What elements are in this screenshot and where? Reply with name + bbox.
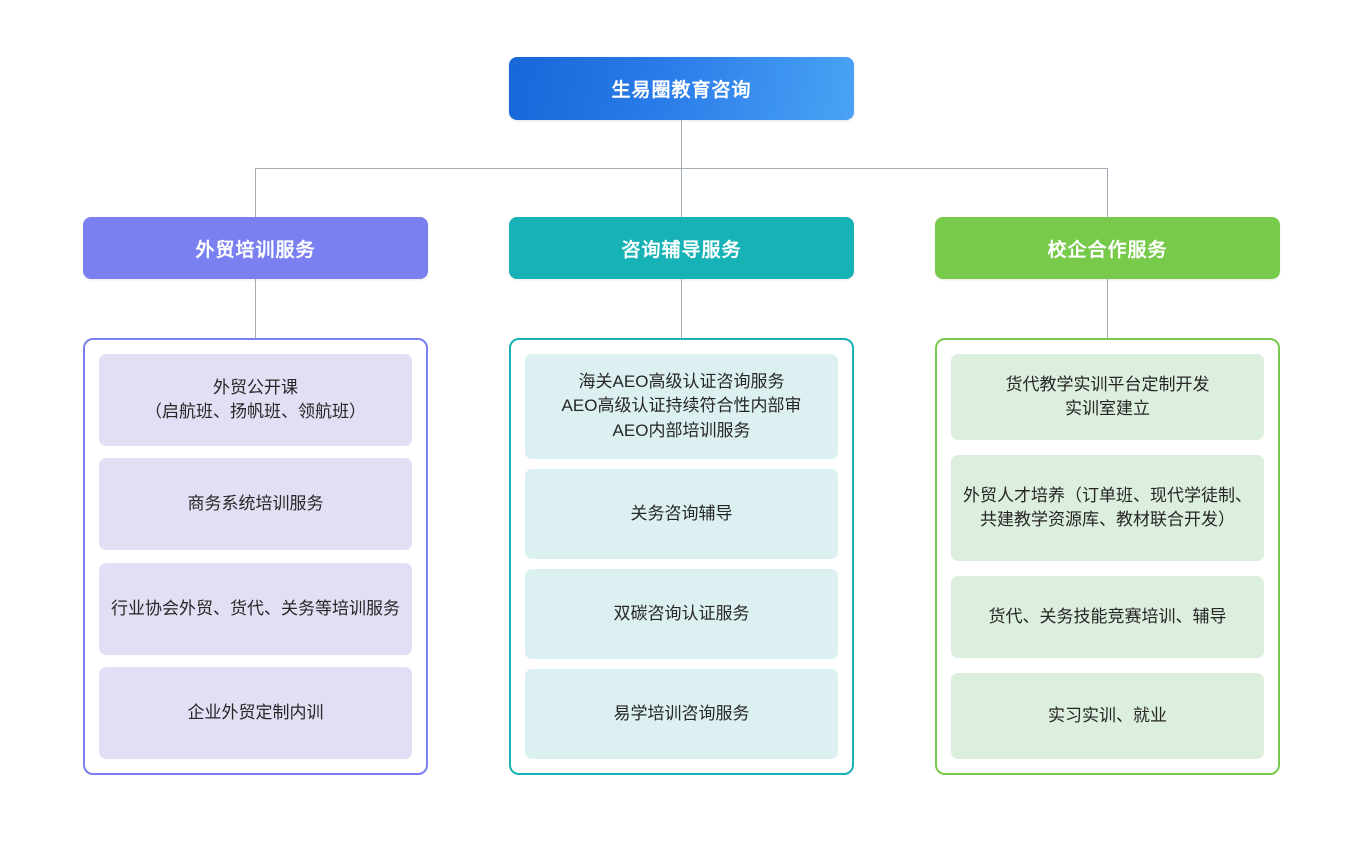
list-item[interactable]: 行业协会外贸、货代、关务等培训服务 [99,562,412,655]
column-header-label: 咨询辅导服务 [621,239,742,261]
connector-drop-column-2 [681,168,682,217]
column-header-consulting-tutoring[interactable]: 咨询辅导服务 [509,217,854,279]
connector-header-to-box-3 [1107,279,1108,338]
list-item[interactable]: 外贸公开课 （启航班、扬帆班、领航班） [99,354,412,446]
column-box-consulting-tutoring: 海关AEO高级认证咨询服务 AEO高级认证持续符合性内部审 AEO内部培训服务 … [509,338,854,775]
list-item[interactable]: 易学培训咨询服务 [525,669,838,759]
list-item[interactable]: 海关AEO高级认证咨询服务 AEO高级认证持续符合性内部审 AEO内部培训服务 [525,354,838,459]
column-header-label: 外贸培训服务 [195,239,316,261]
column-header-label: 校企合作服务 [1047,239,1168,261]
root-node-education-consulting[interactable]: 生易圈教育咨询 [509,57,854,120]
connector-header-to-box-2 [681,279,682,338]
list-item[interactable]: 货代教学实训平台定制开发 实训室建立 [951,354,1264,440]
list-item[interactable]: 货代、关务技能竞赛培训、辅导 [951,576,1264,658]
list-item[interactable]: 实习实训、就业 [951,673,1264,759]
connector-drop-column-1 [255,168,256,217]
column-header-school-enterprise-cooperation[interactable]: 校企合作服务 [935,217,1280,279]
connector-header-to-box-1 [255,279,256,338]
list-item[interactable]: 关务咨询辅导 [525,469,838,559]
list-item[interactable]: 商务系统培训服务 [99,458,412,551]
column-header-foreign-trade-training[interactable]: 外贸培训服务 [83,217,428,279]
connector-root-stem [681,120,682,168]
root-node-label: 生易圈教育咨询 [611,80,752,101]
list-item[interactable]: 外贸人才培养（订单班、现代学徒制、共建教学资源库、教材联合开发） [951,455,1264,561]
column-box-school-enterprise-cooperation: 货代教学实训平台定制开发 实训室建立 外贸人才培养（订单班、现代学徒制、共建教学… [935,338,1280,775]
connector-drop-column-3 [1107,168,1108,217]
list-item[interactable]: 企业外贸定制内训 [99,666,412,759]
column-box-foreign-trade-training: 外贸公开课 （启航班、扬帆班、领航班） 商务系统培训服务 行业协会外贸、货代、关… [83,338,428,775]
list-item[interactable]: 双碳咨询认证服务 [525,569,838,659]
